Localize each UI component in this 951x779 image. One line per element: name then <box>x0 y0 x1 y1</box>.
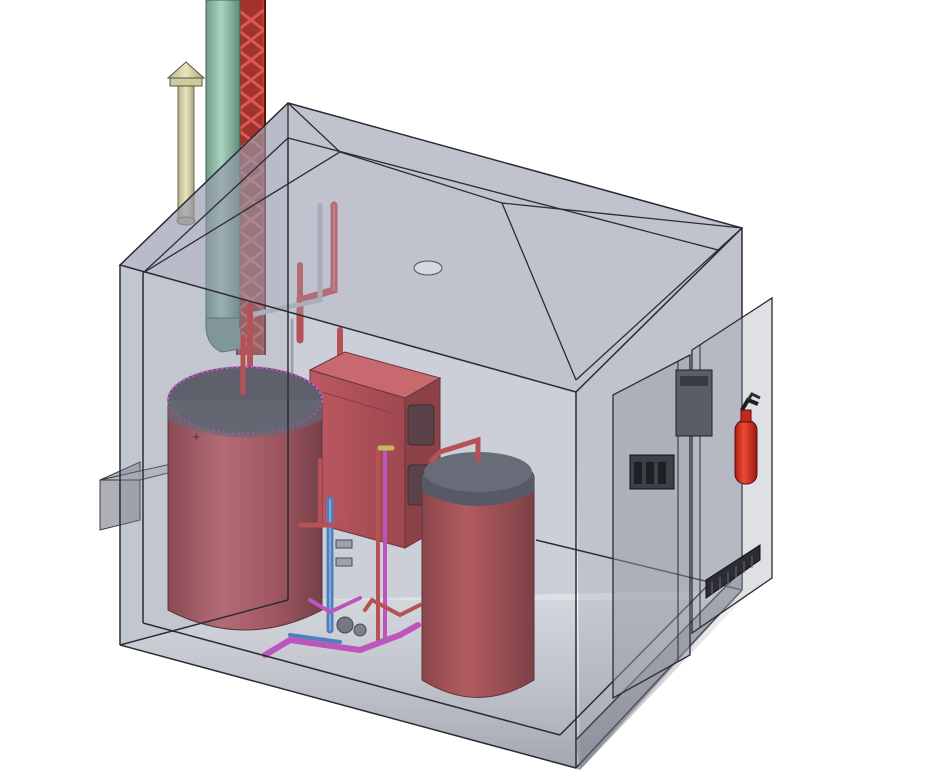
storage-tank-left[interactable]: + <box>167 335 323 631</box>
electrical-panel[interactable] <box>629 454 675 490</box>
cursor-crosshair: + <box>192 432 200 443</box>
storage-tank-right[interactable] <box>421 436 535 698</box>
control-box[interactable] <box>675 369 713 437</box>
vent-pipe[interactable] <box>166 61 206 226</box>
radiator-grille[interactable] <box>705 544 761 599</box>
fire-extinguisher[interactable] <box>734 392 761 485</box>
roof-hatch[interactable] <box>413 260 443 276</box>
pump-manifold[interactable] <box>262 445 422 658</box>
